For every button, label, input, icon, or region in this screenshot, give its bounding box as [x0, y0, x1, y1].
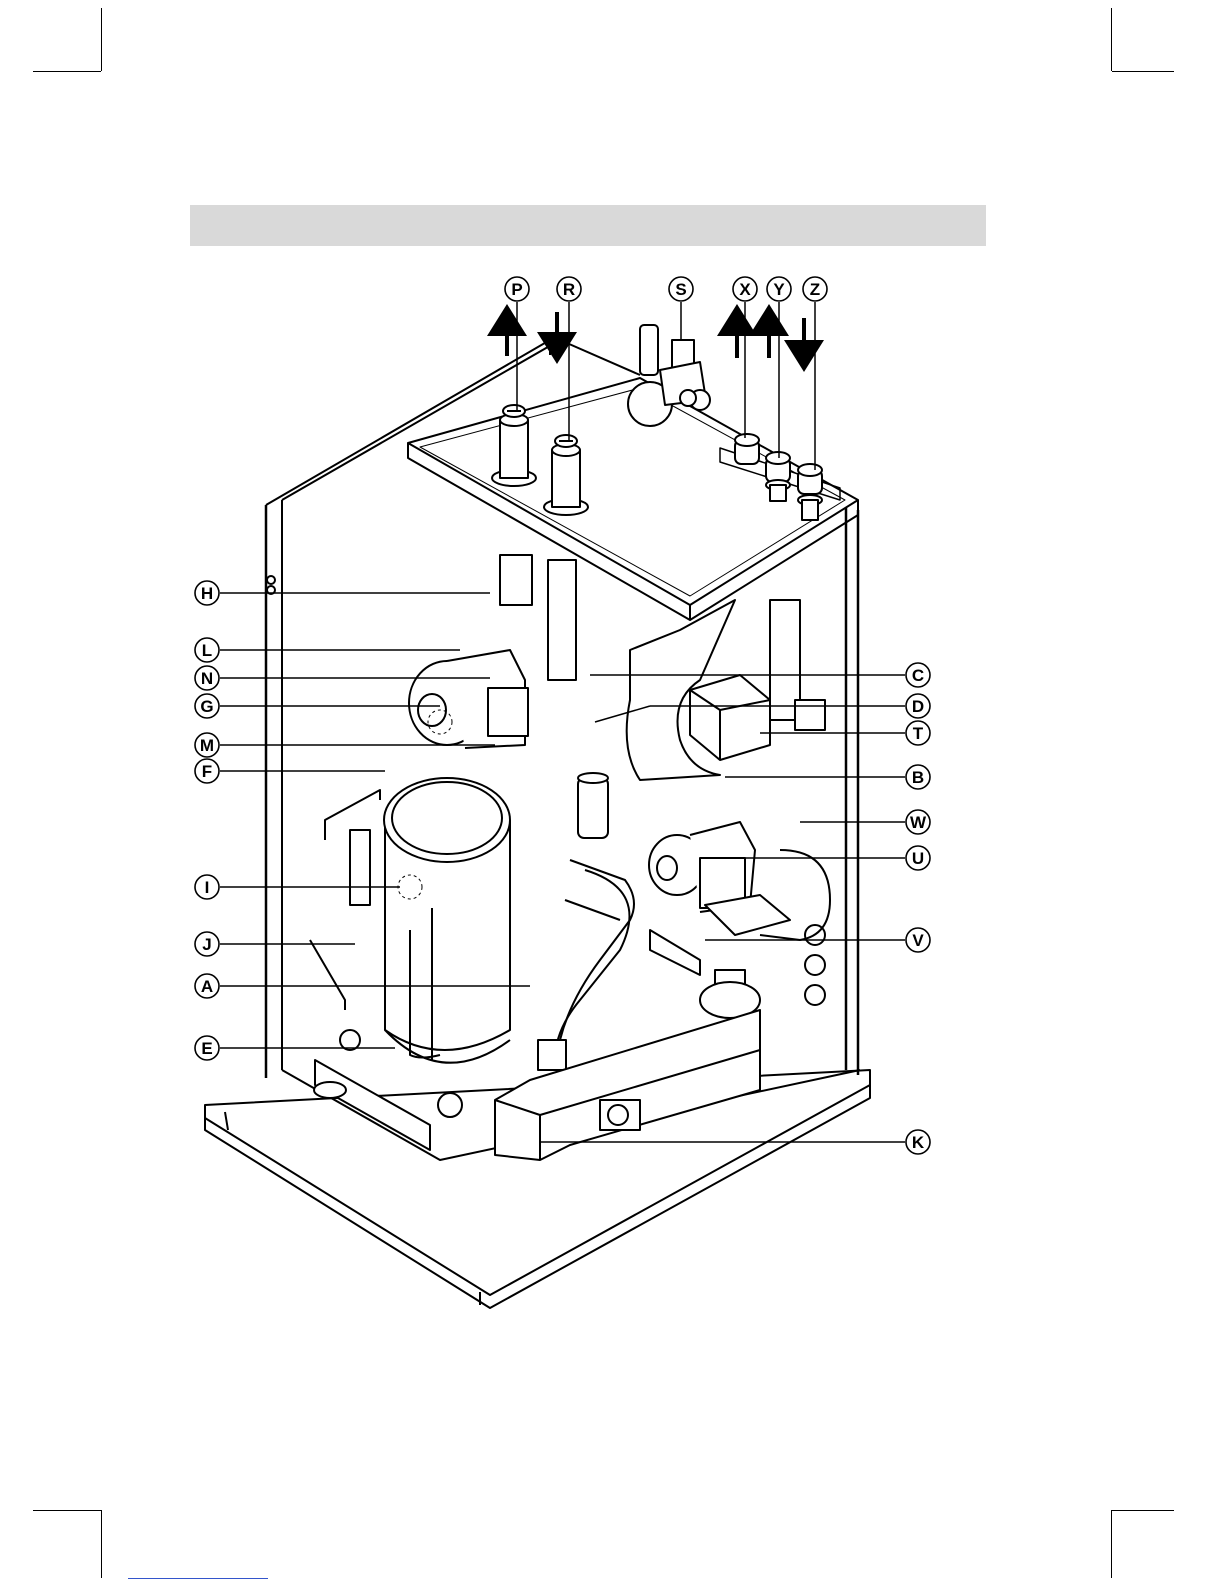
- callout-label-f: F: [202, 762, 212, 781]
- callout-label-a: A: [201, 977, 213, 996]
- callout-label-t: T: [913, 724, 924, 743]
- callout-h: H: [195, 581, 219, 605]
- callout-label-e: E: [201, 1039, 212, 1058]
- callout-label-b: B: [912, 768, 924, 787]
- callout-label-n: N: [201, 669, 213, 688]
- callout-label-m: M: [200, 736, 214, 755]
- callout-label-j: J: [202, 935, 211, 954]
- expansion-valve-actuator: [690, 675, 770, 760]
- callout-label-u: U: [912, 849, 924, 868]
- callout-c: C: [906, 663, 930, 687]
- callout-e: E: [195, 1036, 219, 1060]
- callout-label-v: V: [912, 931, 924, 950]
- callout-f: F: [195, 759, 219, 783]
- callout-label-c: C: [912, 666, 924, 685]
- callout-label-l: L: [202, 641, 212, 660]
- connection-z: [798, 464, 822, 520]
- callout-g: G: [195, 694, 219, 718]
- callout-label-x: X: [739, 280, 751, 299]
- callout-r: R: [557, 277, 581, 301]
- insulated-pipe-loop: [538, 860, 634, 1070]
- callout-v: V: [906, 928, 930, 952]
- compressor: [384, 778, 510, 1063]
- callout-label-y: Y: [773, 280, 785, 299]
- callout-label-g: G: [200, 697, 213, 716]
- callout-p: P: [505, 277, 529, 301]
- callout-label-w: W: [910, 813, 927, 832]
- callout-a: A: [195, 974, 219, 998]
- callout-u: U: [906, 846, 930, 870]
- callout-j: J: [195, 932, 219, 956]
- callout-label-i: I: [205, 878, 210, 897]
- callout-n: N: [195, 666, 219, 690]
- callout-label-p: P: [511, 280, 522, 299]
- callout-label-z: Z: [810, 280, 820, 299]
- callout-label-k: K: [912, 1133, 925, 1152]
- callout-l: L: [195, 638, 219, 662]
- heating-circulation-pump: [409, 650, 528, 748]
- callout-s: S: [669, 277, 693, 301]
- callout-label-s: S: [675, 280, 686, 299]
- callout-label-r: R: [563, 280, 575, 299]
- callout-label-d: D: [912, 697, 924, 716]
- callout-i: I: [195, 875, 219, 899]
- callout-d: D: [906, 694, 930, 718]
- connection-y: [766, 452, 790, 501]
- filter-drier: [578, 773, 608, 838]
- callout-m: M: [195, 733, 219, 757]
- callout-w: W: [906, 810, 930, 834]
- callout-b: B: [906, 765, 930, 789]
- unit-drawing: [205, 325, 870, 1308]
- callout-x: X: [733, 277, 757, 301]
- callout-y: Y: [767, 277, 791, 301]
- callout-label-h: H: [201, 584, 213, 603]
- connection-x: [735, 434, 759, 464]
- callout-k: K: [906, 1130, 930, 1154]
- callout-z: Z: [803, 277, 827, 301]
- callout-t: T: [906, 721, 930, 745]
